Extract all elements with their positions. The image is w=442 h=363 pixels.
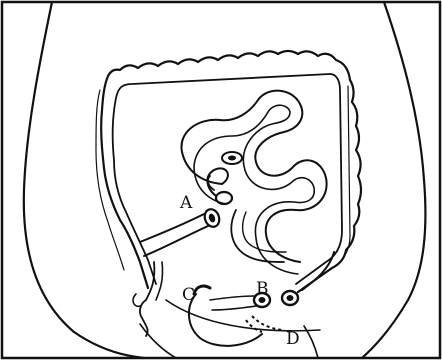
dotted-connection-d2 [246, 320, 262, 332]
label-b: B [256, 279, 269, 299]
rectal-stump [194, 286, 210, 294]
groin-line-left [140, 324, 176, 358]
stoma-top-center-inner [228, 156, 236, 161]
stoma-tube-lower [144, 226, 208, 256]
stoma-right-lower-inner [287, 295, 294, 301]
colon-lumen-line [96, 90, 124, 270]
appendix-curl [133, 294, 140, 306]
label-c: C [182, 285, 195, 305]
stoma-a-upper [216, 192, 232, 204]
stoma-b-tube-upper [210, 296, 254, 300]
dotted-connection-d [252, 316, 282, 330]
frame-border [2, 2, 440, 358]
label-a: A [179, 193, 193, 213]
small-intestine-lower-loop-inner [243, 212, 286, 252]
stoma-b-tube-lower [212, 306, 256, 310]
torso-left-outline [24, 2, 144, 358]
descending-colon-tail-2 [156, 262, 163, 300]
stoma-a-opening-inner [208, 213, 217, 224]
small-intestine-outer [181, 91, 326, 262]
label-d: D [286, 329, 300, 349]
pelvic-organ [189, 294, 262, 346]
torso-right-outline [362, 2, 425, 358]
colon-outer-wall [101, 51, 361, 292]
stoma-tube-upper [140, 214, 204, 242]
